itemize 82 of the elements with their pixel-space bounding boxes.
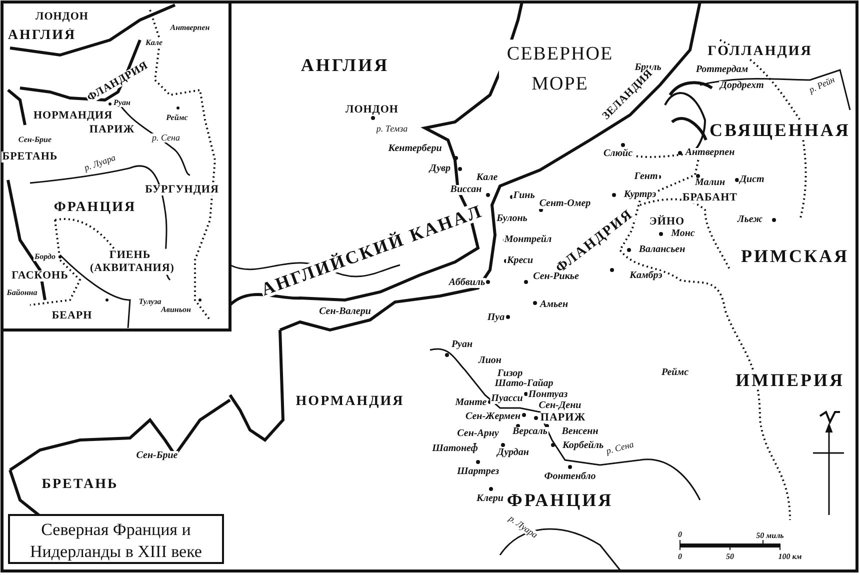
- place-label: Сен-Дени: [538, 401, 582, 411]
- place-label: Слюйс: [602, 149, 634, 159]
- map-title: Северная Франция и Нидерланды в XIII веке: [8, 514, 224, 564]
- place-label: Авиньон: [160, 306, 192, 314]
- place-label: Куртрэ: [622, 190, 658, 200]
- scale-label: 0: [677, 531, 683, 539]
- region-label: ЭЙНО: [648, 216, 686, 228]
- region-label: ПАРИЖ: [88, 124, 136, 136]
- place-label: Версаль: [512, 427, 548, 437]
- place-label: Кентербери: [387, 144, 443, 154]
- place-label: Сен-Валери: [318, 307, 372, 317]
- region-label: НОРМАНДИЯ: [32, 110, 114, 122]
- place-label: Сент-Омер: [538, 199, 592, 209]
- place-label: Бордо: [34, 253, 56, 261]
- place-label: Камбрэ: [628, 271, 664, 281]
- place-label: Шартрез: [456, 467, 500, 477]
- river-label: р. Рейн: [806, 74, 838, 96]
- place-label: Сен-Арну: [456, 429, 500, 439]
- region-label: ПАРИЖ: [539, 412, 587, 424]
- place-label: Кале: [144, 39, 164, 47]
- river-label: р. Сена: [604, 440, 636, 456]
- place-label: Роттердам: [694, 65, 750, 75]
- region-label: ФРАНЦИЯ: [52, 201, 138, 215]
- region-label: ИМПЕРИЯ: [734, 371, 846, 389]
- region-label: ГОЛЛАНДИЯ: [706, 45, 814, 59]
- place-label: Руан: [450, 340, 474, 350]
- place-label: Гизор: [496, 369, 524, 379]
- region-label: ГИЕНЬ (АКВИТАНИЯ): [89, 248, 171, 276]
- region-label: БУРГУНДИЯ: [144, 184, 220, 196]
- place-label: Манте: [454, 398, 488, 408]
- place-label: Фонтенбло: [543, 472, 597, 482]
- region-label: ГАСКОНЬ: [10, 270, 70, 282]
- scale-label: 50 миль: [755, 532, 785, 540]
- place-label: Реймс: [165, 114, 189, 122]
- place-label: Пуасси: [490, 394, 524, 404]
- place-label: Малин: [694, 178, 726, 188]
- region-label: БРЕТАНЬ: [1, 152, 59, 162]
- place-label: Монс: [670, 229, 696, 239]
- place-label: Реймс: [660, 368, 690, 378]
- region-label: ЛОНДОН: [344, 104, 400, 116]
- river-label: р. Темза: [375, 124, 409, 134]
- place-label: Дист: [738, 175, 766, 185]
- place-label: Дордрехт: [719, 81, 765, 91]
- place-label: Лион: [478, 356, 502, 366]
- region-label: БЕАРН: [50, 310, 94, 322]
- place-label: Шато-Гайар: [494, 379, 554, 389]
- place-label: Клери: [476, 494, 504, 504]
- place-label: Виссан: [449, 185, 483, 195]
- place-label: Понтуаз: [527, 390, 569, 400]
- scale-label: 50: [725, 553, 735, 561]
- place-label: Антверпен: [169, 24, 211, 32]
- place-label: Аббвиль: [448, 278, 486, 288]
- place-label: Сен-Брие: [135, 451, 179, 461]
- place-label: Булонь: [496, 214, 528, 224]
- place-label: Гент: [633, 172, 659, 182]
- place-label: Гинь: [512, 191, 536, 201]
- scale-label: 100 км: [777, 553, 803, 561]
- place-label: Креси: [506, 256, 534, 266]
- place-label: Шатонеф: [431, 444, 479, 454]
- place-label: Сен-Рикье: [532, 272, 580, 282]
- place-label: Корбейль: [561, 441, 605, 451]
- scale-label: 0: [677, 553, 683, 561]
- region-label: ЛОНДОН: [34, 12, 90, 22]
- place-label: Амьен: [538, 300, 570, 310]
- place-label: Валансьен: [638, 245, 686, 255]
- region-label: НОРМАНДИЯ: [294, 395, 406, 409]
- place-label: Антверпен: [684, 148, 736, 158]
- place-label: Монтрейл: [503, 235, 553, 245]
- place-label: Кале: [475, 173, 499, 183]
- place-label: Руан: [112, 99, 132, 107]
- place-label: Сен-Брие: [17, 136, 53, 144]
- place-label: Байонна: [6, 289, 38, 297]
- place-label: Дувр: [428, 164, 452, 174]
- place-label: Венсенн: [560, 427, 600, 437]
- place-label: Дурдан: [496, 448, 530, 458]
- place-label: Льеж: [736, 215, 764, 225]
- region-label: СВЯЩЕННАЯ: [708, 121, 852, 139]
- region-label: БРАБАНТ: [682, 192, 738, 204]
- river-label: р. Сена: [150, 134, 182, 142]
- place-label: Пуа: [486, 313, 506, 323]
- place-label: Тулуза: [138, 298, 162, 306]
- place-label: Сен-Жермен: [464, 412, 522, 422]
